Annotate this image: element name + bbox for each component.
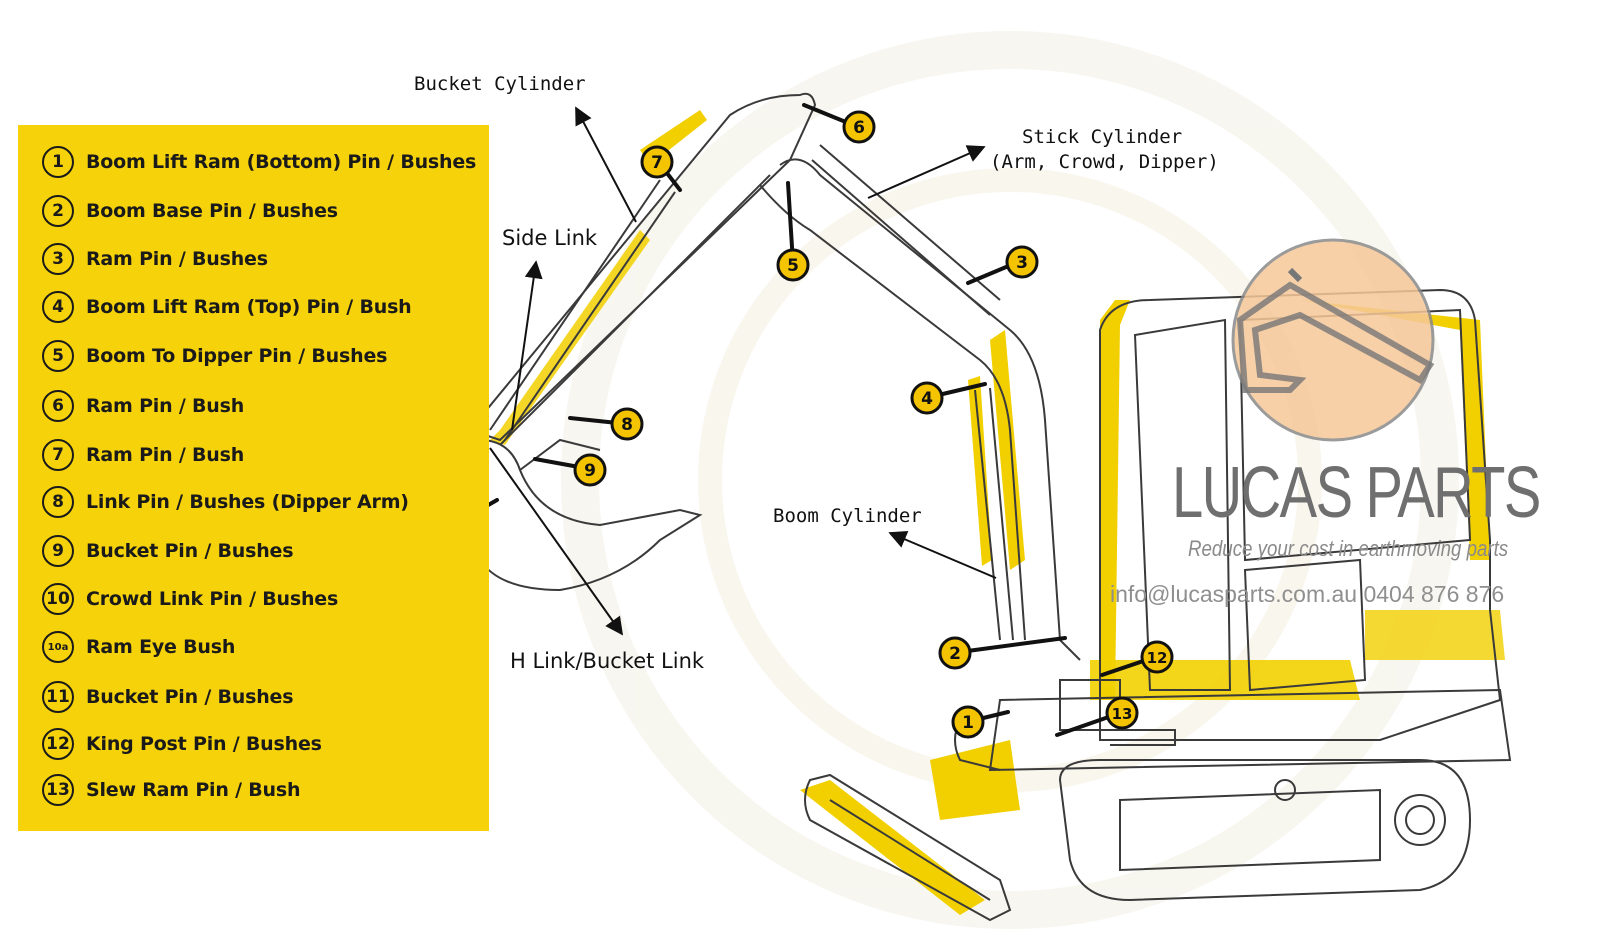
marker-leaders: [430, 103, 1157, 737]
legend-number-badge: 13: [42, 774, 74, 806]
pin-marker: 1: [951, 705, 985, 739]
legend-label: Bucket Pin / Bushes: [86, 686, 294, 708]
legend-number-badge: 12: [42, 728, 74, 760]
legend-item: 3 Ram Pin / Bushes: [42, 240, 268, 278]
legend-label: Slew Ram Pin / Bush: [86, 779, 301, 801]
legend-item: 6 Ram Pin / Bush: [42, 387, 244, 425]
legend-label: King Post Pin / Bushes: [86, 733, 322, 755]
pin-marker: 9: [573, 453, 607, 487]
callout-bucket-cylinder: Bucket Cylinder: [414, 73, 586, 95]
legend-number-badge: 8: [42, 486, 74, 518]
legend-number-badge: 2: [42, 195, 74, 227]
callout-arrows: [489, 106, 997, 636]
legend-item: 5 Boom To Dipper Pin / Bushes: [42, 337, 387, 375]
legend-number-badge: 10: [42, 583, 74, 615]
pin-marker-label: 5: [787, 256, 799, 276]
pin-marker: 6: [842, 110, 876, 144]
pin-marker: 2: [938, 636, 972, 670]
legend-label: Boom To Dipper Pin / Bushes: [86, 345, 388, 367]
pin-marker: 12: [1140, 640, 1174, 674]
legend-number-badge: 11: [42, 681, 74, 713]
pin-marker-label: 7: [651, 153, 663, 173]
pin-marker-label: 6: [853, 118, 865, 138]
watermark-logo-icon: [1231, 238, 1435, 442]
legend-item: 12 King Post Pin / Bushes: [42, 725, 322, 763]
pin-marker-label: 12: [1147, 649, 1168, 667]
legend-label: Ram Pin / Bush: [86, 395, 245, 417]
pin-marker-label: 1: [962, 713, 974, 733]
callout-h-link: H Link/Bucket Link: [510, 649, 705, 673]
callout-stick-cylinder-sub: (Arm, Crowd, Dipper): [990, 151, 1219, 173]
pin-markers: 1234567891010a111213: [413, 110, 1174, 739]
legend-item: 8 Link Pin / Bushes (Dipper Arm): [42, 483, 409, 521]
pin-marker: 3: [1005, 245, 1039, 279]
pin-marker-label: 4: [921, 389, 933, 409]
callout-stick-cylinder: Stick Cylinder: [1022, 126, 1183, 148]
legend-number-badge: 10a: [42, 631, 74, 663]
legend-label: Ram Pin / Bush: [86, 444, 245, 466]
callout-boom-cylinder: Boom Cylinder: [773, 505, 922, 527]
legend-number-badge: 5: [42, 340, 74, 372]
legend-item: 10 Crowd Link Pin / Bushes: [42, 580, 338, 618]
callout-side-link: Side Link: [502, 226, 598, 250]
pin-marker: 8: [610, 407, 644, 441]
legend-item: 1 Boom Lift Ram (Bottom) Pin / Bushes: [42, 143, 476, 181]
watermark-brand: LUCAS PARTS: [1172, 453, 1541, 533]
pin-marker: 13: [1105, 696, 1139, 730]
watermark-contact: info@lucasparts.com.au 0404 876 876: [1110, 581, 1505, 607]
pin-marker: 5: [776, 248, 810, 282]
legend-item: 9 Bucket Pin / Bushes: [42, 532, 294, 570]
legend-number-badge: 7: [42, 439, 74, 471]
pin-marker-label: 3: [1016, 253, 1028, 273]
legend-label: Boom Lift Ram (Bottom) Pin / Bushes: [86, 151, 477, 173]
legend-number-badge: 1: [42, 146, 74, 178]
legend-number-badge: 4: [42, 291, 74, 323]
legend-label: Crowd Link Pin / Bushes: [86, 588, 339, 610]
pin-marker-label: 13: [1112, 705, 1133, 723]
legend-number-badge: 3: [42, 243, 74, 275]
legend-item: 10a Ram Eye Bush: [42, 628, 235, 666]
pin-marker-label: 8: [621, 415, 633, 435]
legend-item: 2 Boom Base Pin / Bushes: [42, 192, 338, 230]
pin-marker-label: 2: [949, 644, 961, 664]
pin-marker: 4: [910, 381, 944, 415]
legend-item: 11 Bucket Pin / Bushes: [42, 678, 294, 716]
legend-label: Boom Base Pin / Bushes: [86, 200, 338, 222]
pin-marker: 7: [640, 145, 674, 179]
legend-item: 7 Ram Pin / Bush: [42, 436, 244, 474]
legend-label: Link Pin / Bushes (Dipper Arm): [86, 491, 409, 513]
legend-label: Ram Pin / Bushes: [86, 248, 268, 270]
legend-item: 13 Slew Ram Pin / Bush: [42, 771, 300, 809]
legend-number-badge: 6: [42, 390, 74, 422]
legend-label: Boom Lift Ram (Top) Pin / Bush: [86, 296, 412, 318]
pin-marker-label: 9: [584, 461, 596, 481]
legend-number-badge: 9: [42, 535, 74, 567]
watermark-tagline: Reduce your cost in earthmoving parts: [1188, 536, 1509, 561]
legend-item: 4 Boom Lift Ram (Top) Pin / Bush: [42, 288, 412, 326]
legend-label: Ram Eye Bush: [86, 636, 236, 658]
legend-label: Bucket Pin / Bushes: [86, 540, 294, 562]
